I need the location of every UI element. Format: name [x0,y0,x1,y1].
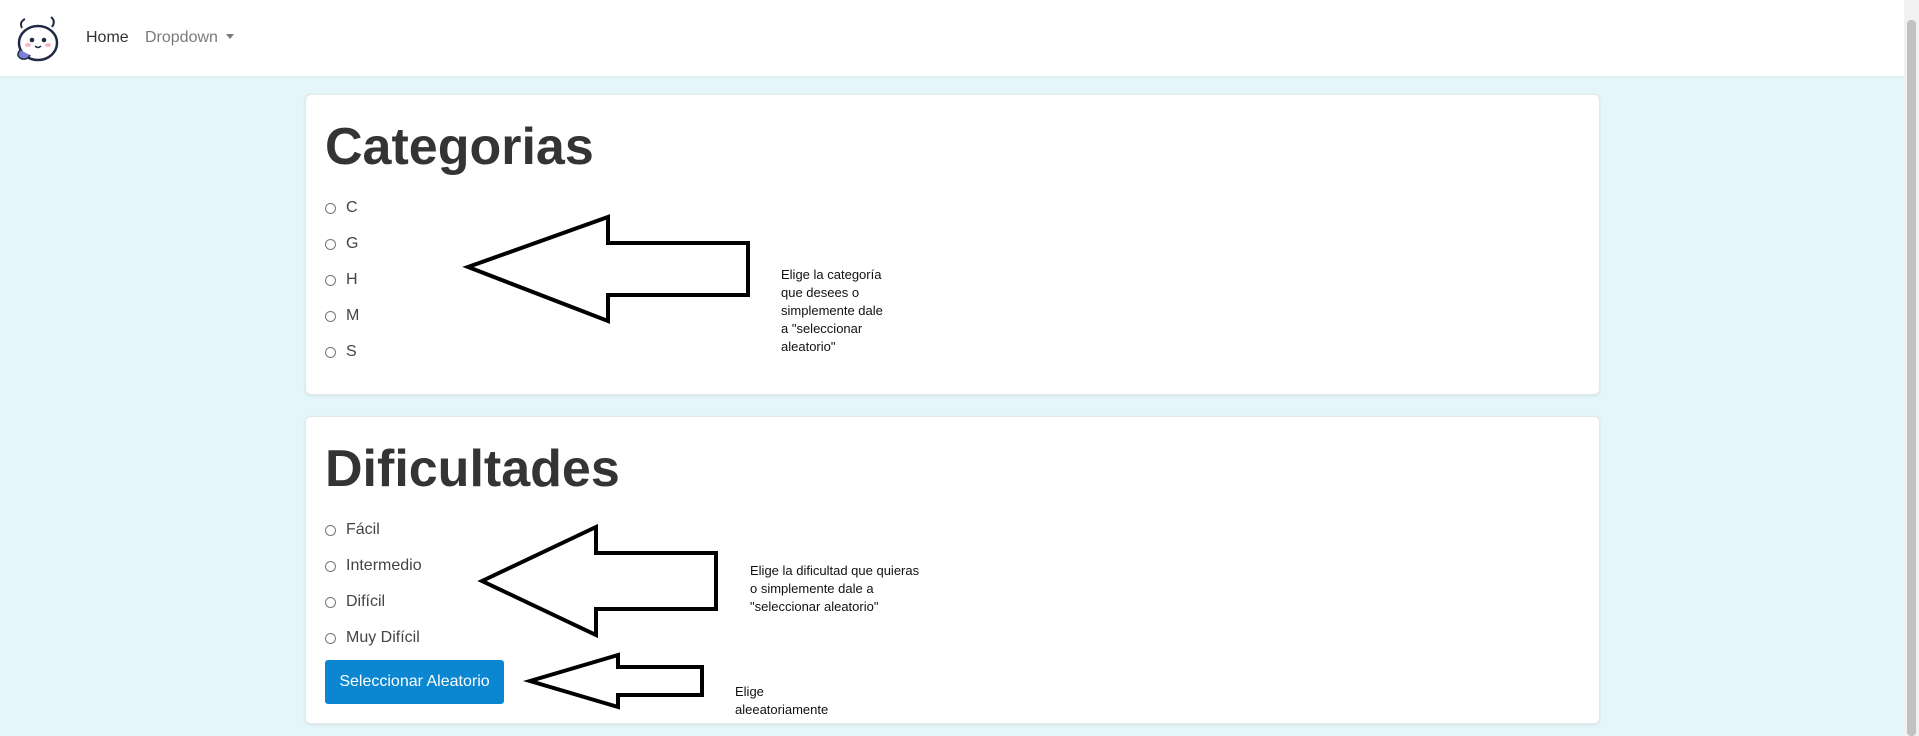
categorias-card: Categorias C G H M S Elige la categoría … [305,94,1600,395]
left-arrow-annotation-icon [477,523,718,639]
categorias-title: Categorias [325,118,594,176]
difficulty-option-facil[interactable]: Fácil [325,520,380,540]
radio-button[interactable] [325,632,336,644]
nav-dropdown-toggle[interactable]: Dropdown [145,28,234,48]
category-option-c[interactable]: C [325,198,358,218]
nav-home-link[interactable]: Home [86,29,129,46]
difficulty-option-intermedio[interactable]: Intermedio [325,556,422,576]
categorias-help-note: Elige la categoría que desees o simpleme… [781,267,883,354]
scrollbar-thumb[interactable] [1907,20,1916,736]
radio-button[interactable] [325,238,336,250]
left-arrow-annotation-icon [522,652,704,710]
difficulty-option-muy-dificil[interactable]: Muy Difícil [325,628,420,648]
dificultades-title: Dificultades [325,440,620,498]
category-option-g[interactable]: G [325,234,358,254]
radio-button[interactable] [325,560,336,572]
radio-button[interactable] [325,596,336,608]
nav-dropdown-label: Dropdown [145,29,218,46]
radio-button[interactable] [325,346,336,358]
category-option-h[interactable]: H [325,270,358,290]
radio-button[interactable] [325,274,336,286]
random-button-help-note: Elige aleeatoriamente [735,684,829,717]
top-navbar: Home Dropdown [0,0,1904,76]
radio-button[interactable] [325,524,336,536]
dificultades-help-note: Elige la dificultad que quieras o simple… [750,563,920,614]
radio-button[interactable] [325,310,336,322]
left-arrow-annotation-icon [462,214,750,324]
random-select-button[interactable]: Seleccionar Aleatorio [325,660,504,704]
mascot-logo-icon[interactable] [12,12,64,64]
radio-button[interactable] [325,202,336,214]
category-option-s[interactable]: S [325,342,357,362]
difficulty-option-dificil[interactable]: Difícil [325,592,385,612]
caret-down-icon [225,34,234,39]
page-scrollbar[interactable] [1904,0,1919,736]
dificultades-card: Dificultades Fácil Intermedio Difícil Mu… [305,416,1600,724]
category-option-m[interactable]: M [325,306,359,326]
